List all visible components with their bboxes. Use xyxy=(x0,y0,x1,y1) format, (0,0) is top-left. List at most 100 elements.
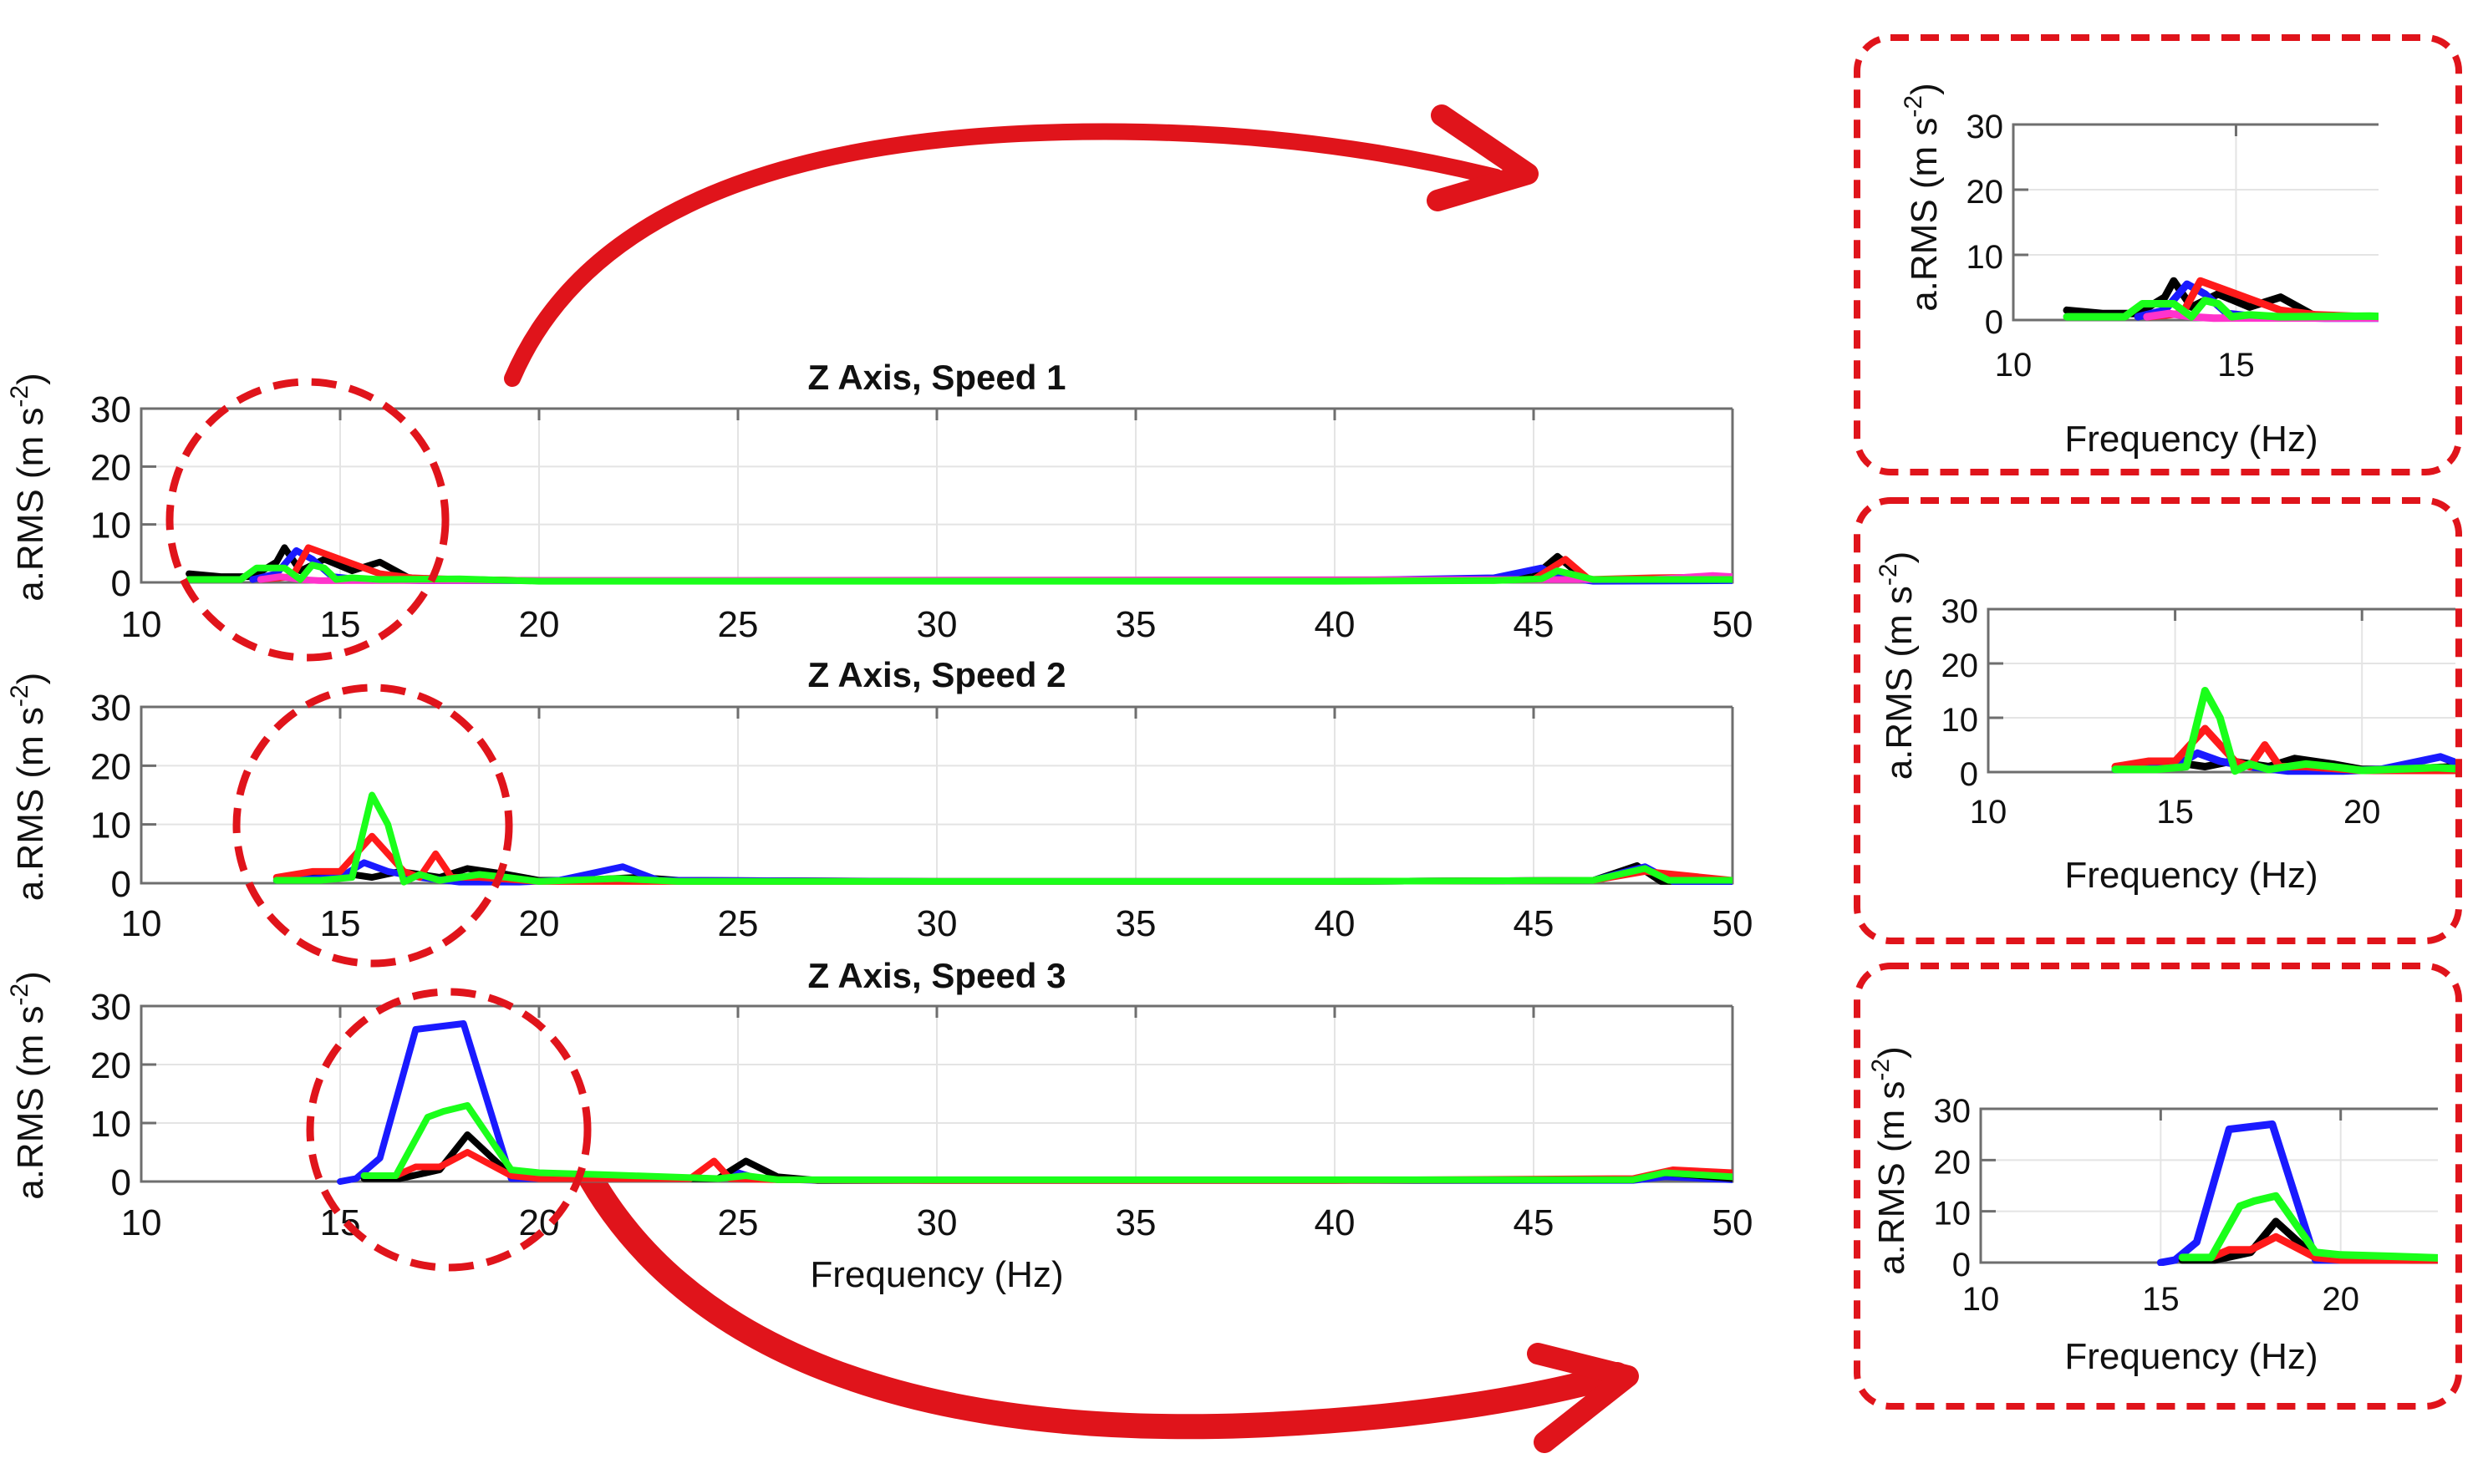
plot-title: Z Axis, Speed 1 xyxy=(808,358,1066,397)
y-tick-label: 10 xyxy=(90,1104,131,1145)
y-tick-label: 0 xyxy=(1952,1247,1971,1283)
x-tick-label: 40 xyxy=(1315,1202,1356,1243)
y-tick-label: 20 xyxy=(1941,648,1979,684)
y-tick-label: 0 xyxy=(1960,756,1978,793)
y-axis-label: a.RMS (m s-2) xyxy=(6,373,51,602)
y-tick-label: 20 xyxy=(1934,1144,1972,1181)
y-tick-label: 30 xyxy=(1941,593,1979,630)
series-line-blue xyxy=(2134,280,2379,323)
series-line-magenta xyxy=(257,572,1733,584)
y-axis-label: a.RMS (m s-2) xyxy=(6,971,51,1200)
y-tick-label: 20 xyxy=(90,1045,131,1086)
x-tick-label: 30 xyxy=(917,604,958,645)
series-group xyxy=(2156,1120,2438,1266)
arrow-speed3-to-inset xyxy=(572,1156,1639,1453)
x-tick-label: 45 xyxy=(1514,1202,1554,1243)
x-axis-label: Frequency (Hz) xyxy=(2064,855,2318,896)
x-tick-label: 20 xyxy=(519,604,560,645)
x-tick-label: 10 xyxy=(121,903,162,944)
series-line-red xyxy=(2143,277,2379,321)
y-tick-label: 20 xyxy=(90,447,131,488)
y-tick-label: 10 xyxy=(1941,702,1979,739)
series-line-green xyxy=(2178,1192,2438,1262)
highlight-circle-speed-3 xyxy=(306,988,592,1272)
series-line-magenta xyxy=(2143,309,2379,323)
x-tick-label: 35 xyxy=(1116,903,1157,944)
highlight-circle-speed-1 xyxy=(165,378,450,662)
x-tick-label: 25 xyxy=(718,604,759,645)
x-tick-label: 15 xyxy=(320,903,361,944)
series-line-blue xyxy=(2111,749,2455,775)
y-axis-label: a.RMS (m s-2) xyxy=(1875,551,1920,780)
x-tick-label: 15 xyxy=(320,1202,361,1243)
series-line-blue xyxy=(2156,1120,2438,1266)
y-tick-label: 30 xyxy=(90,389,131,430)
x-tick-label: 35 xyxy=(1116,1202,1157,1243)
x-tick-label: 10 xyxy=(121,604,162,645)
y-tick-label: 0 xyxy=(111,1162,131,1203)
x-tick-label: 30 xyxy=(917,903,958,944)
y-tick-label: 30 xyxy=(1967,109,2004,145)
x-tick-label: 40 xyxy=(1315,903,1356,944)
x-tick-label: 10 xyxy=(1962,1281,2000,1318)
plot-title: Z Axis, Speed 3 xyxy=(808,956,1066,995)
x-tick-label: 35 xyxy=(1116,604,1157,645)
x-tick-label: 10 xyxy=(1970,794,2007,831)
series-line-black xyxy=(2178,1217,2438,1264)
x-axis-label: Frequency (Hz) xyxy=(2064,419,2318,460)
x-tick-label: 15 xyxy=(2142,1281,2180,1318)
y-axis-label: a.RMS (m s-2) xyxy=(6,673,51,902)
highlight-circle-speed-2 xyxy=(232,684,513,968)
y-tick-label: 0 xyxy=(111,864,131,905)
x-tick-label: 20 xyxy=(519,903,560,944)
series-line-green xyxy=(272,791,1733,886)
series-group xyxy=(2111,687,2455,775)
y-tick-label: 20 xyxy=(1967,174,2004,211)
arrow-speed1-to-inset xyxy=(504,104,1539,387)
x-tick-label: 15 xyxy=(2156,794,2194,831)
y-tick-label: 0 xyxy=(1985,304,2003,341)
x-tick-label: 50 xyxy=(1712,604,1753,645)
y-tick-label: 0 xyxy=(111,563,131,604)
x-tick-label: 50 xyxy=(1712,1202,1753,1243)
y-axis-label: a.RMS (m s-2) xyxy=(1900,83,1945,312)
series-group xyxy=(337,1020,1733,1185)
axes-box xyxy=(1987,607,2455,774)
series-line-green xyxy=(360,1102,1733,1183)
x-tick-label: 20 xyxy=(2322,1281,2359,1318)
x-tick-label: 25 xyxy=(718,1202,759,1243)
x-tick-label: 40 xyxy=(1315,604,1356,645)
x-tick-label: 15 xyxy=(320,604,361,645)
series-group xyxy=(2063,277,2379,323)
y-tick-label: 30 xyxy=(90,987,131,1028)
x-axis-label: Frequency (Hz) xyxy=(810,1254,1063,1295)
inset-panel-speed-1: 0 10 20 30 10 15 a.RMS (m s-2) Frequency (Hz) xyxy=(1854,34,2462,475)
x-tick-label: 45 xyxy=(1514,604,1554,645)
series-line-green xyxy=(186,562,1733,585)
x-tick-label: 30 xyxy=(917,1202,958,1243)
y-tick-label: 20 xyxy=(90,746,131,787)
y-tick-label: 10 xyxy=(90,506,131,546)
y-tick-label: 30 xyxy=(1934,1093,1972,1130)
series-line-green xyxy=(2111,687,2455,775)
x-tick-label: 15 xyxy=(2217,347,2255,384)
series-group xyxy=(272,791,1733,886)
series-line-red xyxy=(2207,1232,2438,1264)
x-tick-label: 50 xyxy=(1712,903,1753,944)
x-tick-label: 10 xyxy=(1995,347,2033,384)
y-tick-label: 10 xyxy=(1967,239,2004,276)
y-axis-label: a.RMS (m s-2) xyxy=(1867,1046,1912,1275)
y-tick-label: 30 xyxy=(90,688,131,729)
x-tick-label: 10 xyxy=(121,1202,162,1243)
x-tick-label: 20 xyxy=(2343,794,2381,831)
x-tick-label: 45 xyxy=(1514,903,1554,944)
x-tick-label: 25 xyxy=(718,903,759,944)
y-tick-label: 10 xyxy=(90,806,131,846)
